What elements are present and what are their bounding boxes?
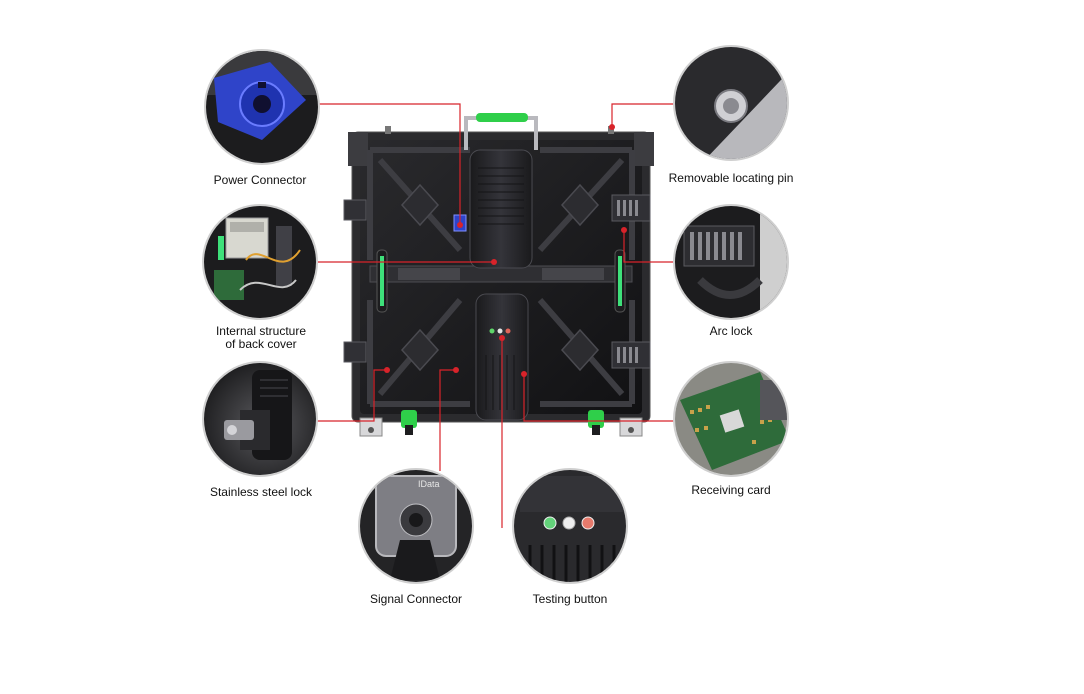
arc-lock-left-accent: [380, 256, 384, 306]
power-connector-icon: [258, 82, 266, 88]
corner-tab-top-left: [348, 132, 368, 166]
handle-grip: [476, 113, 528, 122]
locating-pin-top-right: [608, 126, 614, 134]
rail-right-detail: [542, 268, 604, 280]
label-locating-pin: Removable locating pin: [668, 171, 794, 185]
test-light-green-icon: [543, 516, 557, 530]
central-box-ribs: [478, 167, 524, 225]
diamond-hubs: [400, 183, 600, 372]
detail-stainless-lock: [202, 361, 318, 477]
detail-arc-lock: [673, 204, 789, 320]
detail-testing-button: [512, 468, 628, 584]
detail-signal-connector: IData: [358, 468, 474, 584]
bottom-lock-left: [401, 410, 417, 428]
pin-head-icon: [723, 98, 739, 114]
detail-power-connector: [204, 49, 320, 165]
central-box-upper: [469, 149, 533, 269]
leader-arc: [623, 230, 675, 263]
test-lights: [489, 328, 511, 334]
lower-box-ribs: [485, 355, 515, 410]
leader-signal: [439, 369, 456, 471]
leader-power: [318, 103, 461, 225]
leader-pin: [611, 103, 675, 127]
bottom-lock-left-base: [405, 425, 413, 435]
detail-locating-pin: [673, 45, 789, 161]
led-cabinet: [343, 113, 654, 437]
locating-pin-top-left: [385, 126, 391, 134]
brand-mark: IData: [418, 479, 440, 489]
test-light-white-icon: [562, 516, 576, 530]
bottom-lock-right-base: [592, 425, 600, 435]
label-signal-connector: Signal Connector: [369, 592, 463, 606]
rail-left-detail: [398, 268, 460, 280]
label-arc-lock: Arc lock: [709, 324, 753, 338]
corner-tab-top-right: [634, 132, 654, 166]
arc-lock-right-accent: [618, 256, 622, 306]
detail-receiving-card: [673, 361, 789, 477]
label-receiving-card: Receiving card: [691, 483, 771, 497]
label-testing-button: Testing button: [532, 592, 608, 606]
label-power-connector: Power Connector: [213, 173, 307, 187]
leader-lock: [316, 369, 387, 422]
label-internal-structure: Internal structure of back cover: [215, 324, 307, 351]
label-stainless-lock: Stainless steel lock: [209, 485, 313, 499]
bottom-lock-right: [588, 410, 604, 428]
leader-lines: [316, 103, 675, 528]
screw-icon: [368, 427, 374, 433]
leader-receiving: [523, 374, 675, 422]
test-light-red-icon: [581, 516, 595, 530]
side-connector-pins: [617, 200, 638, 363]
screw-icon: [628, 427, 634, 433]
detail-internal-structure: [202, 204, 318, 320]
leader-dots: [384, 124, 627, 377]
